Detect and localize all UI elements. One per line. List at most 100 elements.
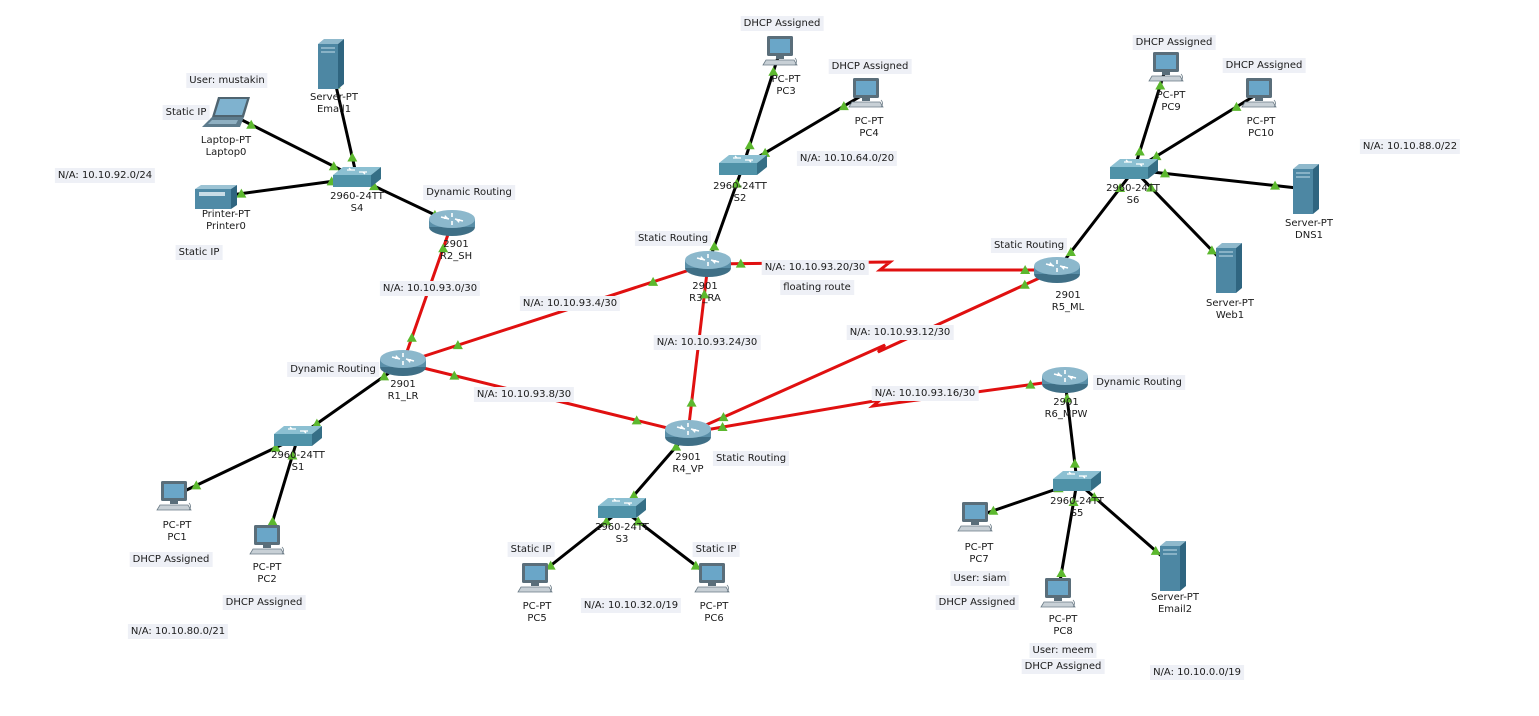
- device-model-label: 2960-24TT: [1106, 183, 1160, 194]
- device-name-label: PC7: [969, 554, 989, 565]
- port-up-indicator: [270, 442, 281, 452]
- pc-icon[interactable]: [1241, 77, 1277, 114]
- server-icon[interactable]: [316, 38, 346, 95]
- device-model-label: 2960-24TT: [713, 181, 767, 192]
- port-up-indicator: [1068, 496, 1079, 506]
- printer-icon[interactable]: [193, 183, 239, 216]
- device-name-label: Email2: [1157, 604, 1193, 615]
- note-pc3-dhcp: DHCP Assigned: [740, 16, 824, 31]
- port-up-indicator: [191, 480, 202, 490]
- note-static-r4: Static Routing: [712, 451, 790, 466]
- note-net-s6: N/A: 10.10.88.0/22: [1359, 139, 1461, 154]
- port-up-indicator: [686, 397, 697, 407]
- port-up-indicator: [735, 258, 746, 268]
- note-pc8-dhcp: DHCP Assigned: [1021, 659, 1105, 674]
- server-icon[interactable]: [1214, 242, 1244, 299]
- device-model-label: 2901: [1055, 290, 1081, 301]
- device-name-label: Web1: [1215, 310, 1245, 321]
- port-up-indicator: [1150, 545, 1161, 555]
- device-name-label: PC1: [167, 532, 187, 543]
- router-icon[interactable]: [1040, 365, 1090, 400]
- router-icon[interactable]: [427, 208, 477, 243]
- device-model-label: Server-PT: [1285, 218, 1333, 229]
- port-up-indicator: [311, 418, 322, 428]
- switch-icon[interactable]: [331, 165, 383, 196]
- port-up-indicator: [236, 188, 247, 198]
- port-up-indicator: [717, 422, 728, 432]
- device-model-label: PC-PT: [522, 601, 552, 612]
- port-up-indicator: [1115, 183, 1126, 192]
- port-up-indicator: [1151, 151, 1162, 161]
- port-up-indicator: [1270, 180, 1281, 190]
- switch-icon[interactable]: [1051, 469, 1103, 500]
- port-up-indicator: [718, 412, 729, 422]
- port-up-indicator: [1056, 568, 1067, 578]
- device-name-label: PC3: [776, 86, 796, 97]
- switch-icon[interactable]: [717, 153, 769, 184]
- port-up-indicator: [988, 505, 999, 515]
- port-up-indicator: [709, 241, 720, 251]
- note-net-s5: N/A: 10.10.0.0/19: [1150, 665, 1244, 680]
- pc-icon[interactable]: [1040, 577, 1076, 614]
- device-name-label: Email1: [316, 104, 352, 115]
- port-up-indicator: [1159, 168, 1170, 178]
- pc-icon[interactable]: [957, 501, 993, 538]
- pc-icon[interactable]: [762, 35, 798, 72]
- device-name-label: DNS1: [1295, 230, 1323, 241]
- note-static-ip-pc5: Static IP: [507, 542, 555, 557]
- pc-icon[interactable]: [517, 562, 553, 599]
- pc-icon[interactable]: [156, 480, 192, 517]
- note-link-r1-r4: N/A: 10.10.93.8/30: [473, 387, 575, 402]
- device-model-label: PC-PT: [854, 116, 884, 127]
- switch-icon[interactable]: [272, 424, 324, 455]
- device-name-label: R3_RA: [689, 293, 721, 304]
- note-pc1-dhcp: DHCP Assigned: [129, 552, 213, 567]
- switch-icon[interactable]: [596, 496, 648, 527]
- note-link-r3-r4: N/A: 10.10.93.24/30: [653, 335, 761, 350]
- device-model-label: 2960-24TT: [330, 191, 384, 202]
- router-icon[interactable]: [1032, 255, 1082, 290]
- port-up-indicator: [1062, 393, 1073, 403]
- note-static-r3: Static Routing: [634, 231, 712, 246]
- device-model-label: Laptop-PT: [200, 135, 252, 146]
- pc-icon[interactable]: [848, 77, 884, 114]
- device-name-label: PC6: [704, 613, 724, 624]
- port-up-indicator: [1065, 247, 1076, 256]
- port-up-indicator: [690, 560, 701, 570]
- note-pc10-dhcp: DHCP Assigned: [1222, 58, 1306, 73]
- pc-icon[interactable]: [694, 562, 730, 599]
- note-net-s2: N/A: 10.10.64.0/20: [796, 151, 898, 166]
- note-user-mustakin: User: mustakin: [186, 73, 268, 88]
- port-up-indicator: [699, 289, 710, 299]
- port-up-indicator: [328, 161, 339, 171]
- serial-link-r3-r5[interactable]: [706, 260, 1059, 272]
- pc-icon[interactable]: [249, 524, 285, 561]
- serial-link-r1-r3[interactable]: [401, 262, 710, 365]
- note-dyn-r2: Dynamic Routing: [423, 185, 515, 200]
- router-icon[interactable]: [378, 348, 428, 383]
- device-model-label: 2901: [675, 452, 701, 463]
- port-up-indicator: [760, 147, 771, 157]
- device-name-label: S3: [615, 534, 629, 545]
- switch-icon[interactable]: [1108, 157, 1160, 188]
- note-link-r4-r6: N/A: 10.10.93.16/30: [871, 386, 979, 401]
- port-up-indicator: [379, 371, 390, 381]
- note-pc9-dhcp: DHCP Assigned: [1132, 35, 1216, 50]
- port-up-indicator: [633, 516, 644, 526]
- note-link-r4-r5: N/A: 10.10.93.12/30: [846, 325, 954, 340]
- server-icon[interactable]: [1158, 540, 1188, 597]
- server-icon[interactable]: [1291, 163, 1321, 220]
- device-model-label: PC-PT: [1156, 90, 1186, 101]
- router-icon[interactable]: [663, 418, 713, 453]
- laptop-icon[interactable]: [200, 95, 256, 136]
- router-icon[interactable]: [683, 249, 733, 284]
- device-name-label: PC2: [257, 574, 277, 585]
- pc-icon[interactable]: [1148, 51, 1184, 88]
- device-model-label: 2960-24TT: [595, 522, 649, 533]
- port-up-indicator: [438, 243, 449, 253]
- note-net-s4: N/A: 10.10.92.0/24: [54, 168, 156, 183]
- port-up-indicator: [1020, 265, 1031, 274]
- serial-link-r4-r5[interactable]: [686, 268, 1059, 435]
- device-model-label: Printer-PT: [201, 209, 251, 220]
